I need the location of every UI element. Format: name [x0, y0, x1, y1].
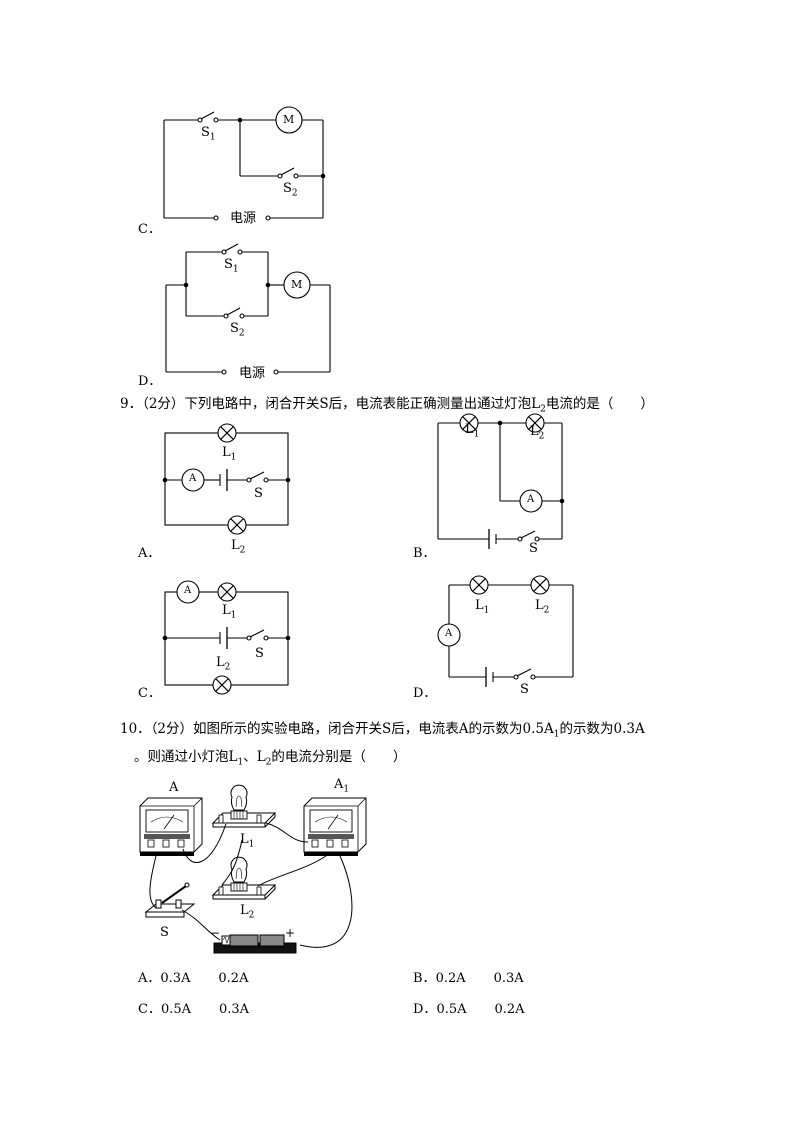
- lamp-l1-board: [212, 784, 276, 828]
- lamp-l2-label-a: L2: [231, 538, 246, 556]
- option-c-letter: C．: [138, 222, 161, 237]
- lamp-l2-label-b: L2: [530, 424, 545, 442]
- lamp-l1-label-d: L1: [475, 598, 490, 616]
- question-9-stem: 9．（2分）下列电路中，闭合开关S后，电流表能正确测量出通过灯泡L2电流的是（ …: [120, 396, 654, 415]
- figure-lamp-l2-label: L2: [240, 903, 255, 921]
- q9-option-b-letter: B．: [413, 546, 436, 561]
- s1-blade: [200, 111, 215, 120]
- power-source-label-c: 电源: [230, 211, 257, 226]
- q9-option-d-letter: D．: [413, 686, 437, 701]
- battery-minus-label: −: [210, 926, 221, 940]
- ammeter-label-b: A: [527, 494, 535, 505]
- figure-lamp-l1-label: L1: [240, 832, 255, 850]
- figure-meter-a1-label: A1: [334, 777, 350, 795]
- q9-option-c-letter: C．: [138, 686, 161, 701]
- switch-s2-label-c: S2: [283, 181, 298, 199]
- switch-s1-label-d: S1: [224, 257, 239, 275]
- switch-label-a: S: [254, 486, 263, 501]
- q9-option-a-letter: A．: [138, 546, 161, 561]
- switch-label-d: S: [520, 682, 529, 697]
- question-10-stem-line1: 10．（2分）如图所示的实验电路，闭合开关S后，电流表A的示数为0.5A1的示数…: [120, 721, 645, 740]
- switch-s2-label-d: S2: [230, 321, 245, 339]
- switch-label-b: S: [529, 541, 538, 556]
- ammeter-symbol-c: [176, 580, 200, 604]
- motor-label-c: M: [283, 113, 295, 126]
- question-10-stem-line2: 。则通过小灯泡L1、L2的电流分别是（ ）: [134, 749, 407, 768]
- battery-plus-label: +: [285, 926, 296, 940]
- ammeter-a1-device: [303, 797, 367, 857]
- ammeter-symbol-a: [181, 468, 205, 492]
- switch-label-c: S: [255, 646, 264, 661]
- figure-switch-label: S: [160, 925, 169, 940]
- lamp-l1-label-c: L1: [222, 603, 237, 621]
- motor-label-d: M: [291, 278, 303, 291]
- lamp-l1-label-b: L1: [465, 422, 480, 440]
- lamp-l1-label-a: L1: [222, 445, 237, 463]
- ammeter-label-a: A: [189, 473, 197, 484]
- s1-contact-left: [197, 117, 203, 123]
- lamp-l2-label-d: L2: [535, 598, 550, 616]
- ammeter-symbol-d: [437, 623, 461, 647]
- lamp-l2-label-c: L2: [216, 655, 231, 673]
- ammeter-a-device: [139, 797, 203, 857]
- switch-s1-label-c: S1: [201, 125, 216, 143]
- switch-device: [144, 882, 196, 918]
- ammeter-label-d: A: [445, 628, 453, 639]
- battery-holder: [213, 934, 297, 954]
- option-d-letter: D．: [138, 374, 162, 389]
- power-source-label-d: 电源: [239, 366, 266, 381]
- lamp-l2-board: [212, 856, 276, 900]
- ammeter-symbol-b: [519, 489, 543, 513]
- ammeter-label-c: A: [184, 585, 192, 596]
- figure-meter-a-label: A: [169, 780, 179, 795]
